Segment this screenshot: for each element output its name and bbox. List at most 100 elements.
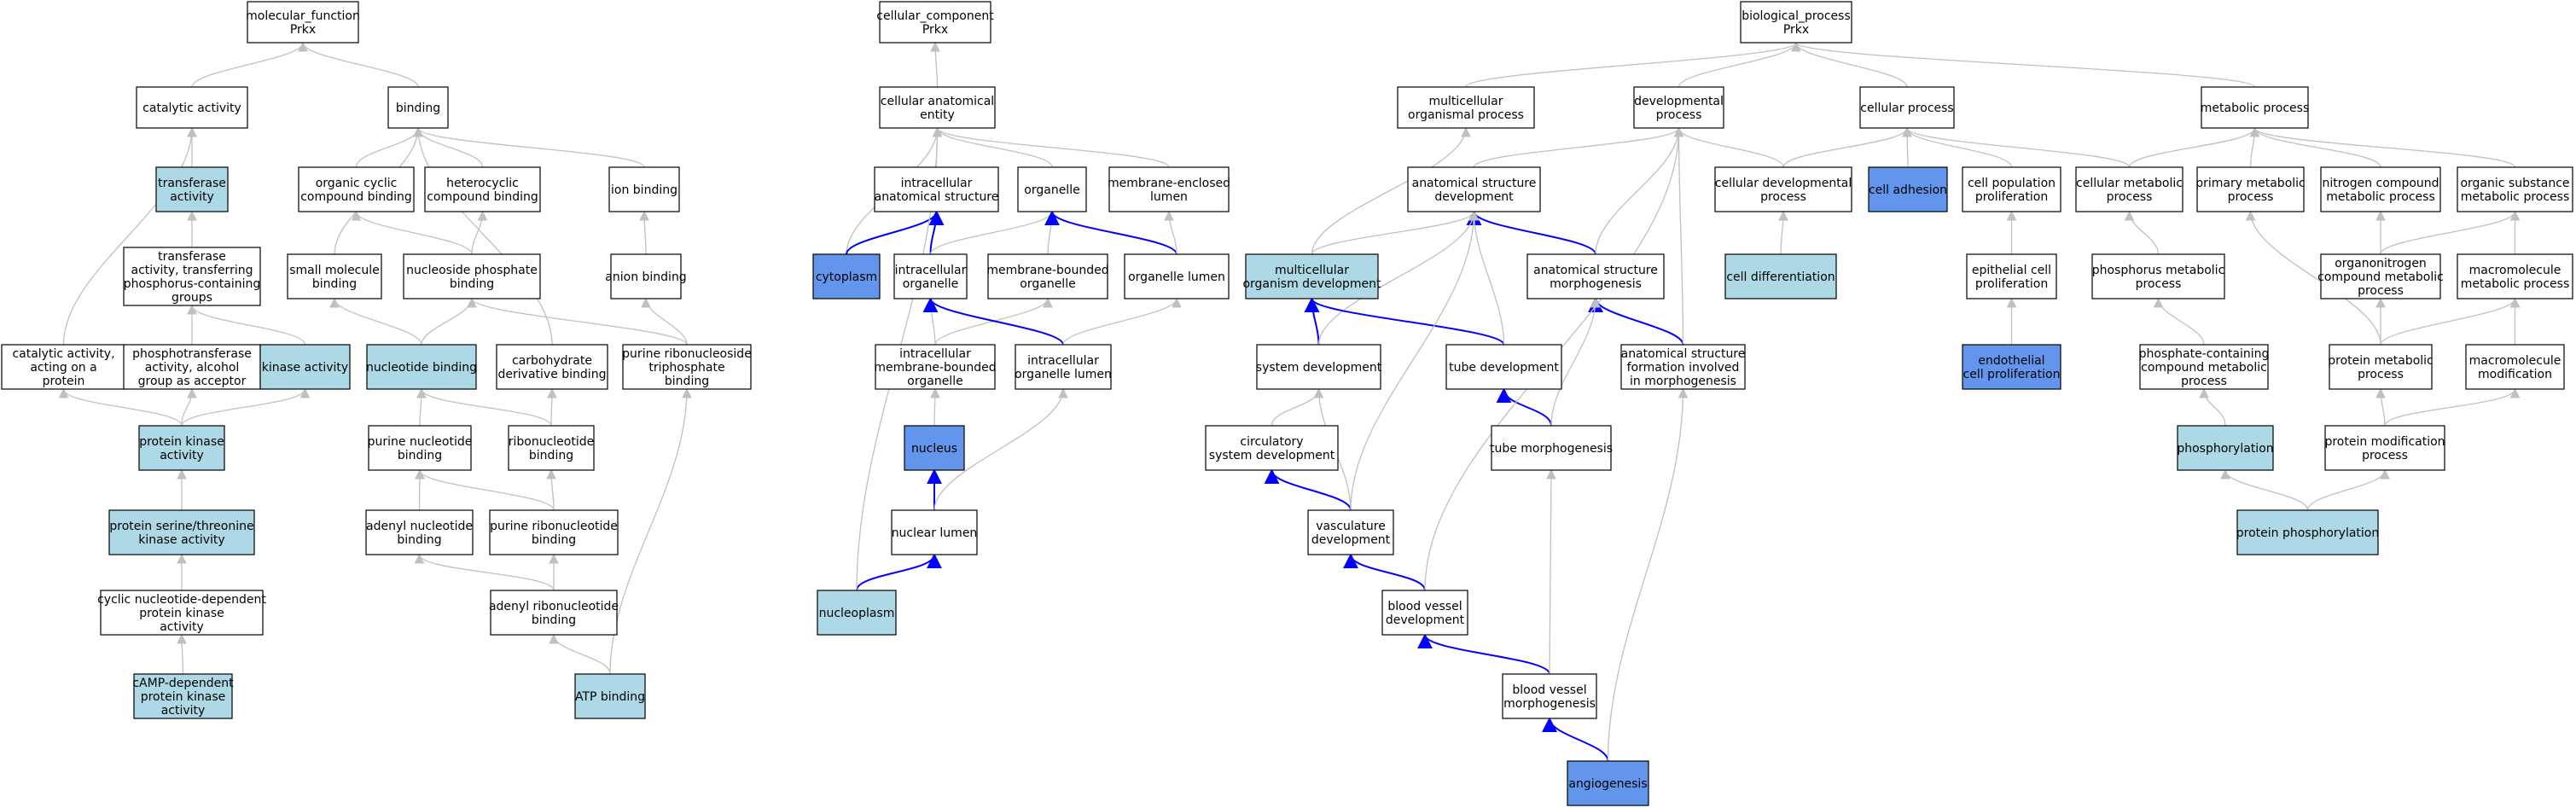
node-label-line: phosphotransferase [132, 347, 252, 361]
node-label-line: circulatory [1240, 435, 1303, 449]
node-label-line: anatomical structure [1412, 177, 1537, 190]
node-label-line: phosphorylation [2177, 442, 2273, 456]
node-box [2075, 166, 2183, 212]
node-box [298, 166, 415, 212]
node-label-line: cellular_component [876, 9, 994, 23]
node-label-line: process [2358, 368, 2404, 381]
node-phosphorylation: phosphorylation [2177, 425, 2274, 471]
edge-ribonucleotide-to-carbohydrate_deriv [547, 387, 557, 427]
node-label-line: organism development [1242, 277, 1381, 291]
node-box [155, 166, 229, 212]
edge-catalytic-to-mf_root [191, 41, 308, 88]
node-label-line: protein kinase [141, 690, 226, 704]
node-label-line: nucleoside phosphate [406, 264, 538, 277]
node-box [893, 253, 968, 299]
edge-circulatory_dev-to-system_dev [1271, 387, 1324, 427]
node-label-line: process [2358, 284, 2404, 298]
edge-organelle_lumen-to-organelle [1044, 210, 1178, 255]
node-box [1724, 253, 1837, 299]
node-label-line: organismal process [1408, 108, 1524, 122]
edge-cell_dev_proc-to-cellular_proc [1782, 126, 1912, 168]
node-box [424, 166, 541, 212]
node-label-line: kinase activity [262, 361, 348, 375]
node-label-line: membrane-enclosed [1108, 177, 1230, 190]
node-label-line: transferase [158, 177, 226, 190]
node-label-line: metabolic process [2201, 102, 2310, 115]
node-label-line: morphogenesis [1503, 697, 1596, 711]
edge-purine_nucleotide-to-nucleotide_binding [416, 387, 427, 427]
node-label-line: cellular anatomical [881, 95, 994, 108]
edge-nucleotide_binding-to-nucleoside_phos [421, 297, 477, 346]
node-box [1620, 344, 1746, 390]
edge-organic_subst-to-metabolic [2249, 126, 2516, 168]
node-label-line: ATP binding [575, 690, 645, 704]
node-label-line: binding [398, 449, 442, 462]
node-box [2201, 86, 2309, 129]
node-label-line: catalytic activity, [12, 347, 114, 361]
edge-protein_kinase-to-phosphotransferase [181, 387, 197, 427]
node-protein-phos: protein phosphorylation [2236, 509, 2380, 555]
node-box [123, 344, 261, 390]
node-label-line: cell population [1968, 177, 2056, 190]
node-label-line: metabolic process [2461, 277, 2570, 291]
node-box [1124, 253, 1230, 299]
node-label-line: cell adhesion [1869, 183, 1947, 197]
edge-cell_adhesion-to-cellular_proc [1902, 126, 1912, 168]
node-label-line: protein phosphorylation [2236, 526, 2380, 540]
edge-nucleoplasm-to-nuclear_lumen [856, 553, 942, 591]
node-label-line: activity [161, 704, 206, 718]
node-label-line: compound metabolic [2141, 361, 2267, 375]
edge-phosphorus_metabolic-to-cell_metabolic [2124, 210, 2160, 255]
edge-phosphorylation-to-phosphate_containing [2199, 387, 2226, 427]
node-label-line: heterocyclic [446, 177, 519, 190]
edge-protein_kinase-to-kinase [181, 387, 311, 427]
edge-tube_dev-to-multicell_dev [1304, 297, 1505, 346]
node-box [2457, 253, 2573, 299]
node-label-line: cellular developmental [1715, 177, 1852, 190]
node-label-line: adenyl ribonucleotide [489, 600, 619, 613]
edge-multicell_proc-to-bp_root [1465, 41, 1801, 88]
node-box [2329, 344, 2433, 390]
node-box [1714, 166, 1852, 212]
node-box [622, 344, 752, 390]
edge-as_morph-to-as_dev [1466, 210, 1596, 255]
node-box [259, 344, 351, 390]
node-box [987, 253, 1108, 299]
node-label-line: tube morphogenesis [1490, 442, 1613, 456]
node-box [368, 425, 472, 471]
node-label-line: cytoplasm [816, 270, 877, 284]
node-label-line: proliferation [1975, 277, 2048, 291]
node-label-line: organonitrogen [2335, 257, 2427, 270]
node-box [1245, 253, 1379, 299]
node-box [891, 509, 978, 555]
node-label-line: binding [532, 533, 576, 547]
edge-ion_binding-to-binding [413, 126, 645, 168]
edge-purine_ribonucleotide-to-purine_nucleotide [415, 468, 555, 511]
node-label-line: process [2107, 190, 2153, 204]
node-label-line: transferase [158, 250, 226, 264]
edge-system_dev-to-as_dev [1317, 210, 1480, 346]
node-box [2320, 253, 2441, 299]
node-box [366, 344, 477, 390]
node-label-line: intracellular [1027, 354, 1099, 368]
node-label-line: morphogenesis [1550, 277, 1642, 291]
node-box [287, 253, 382, 299]
